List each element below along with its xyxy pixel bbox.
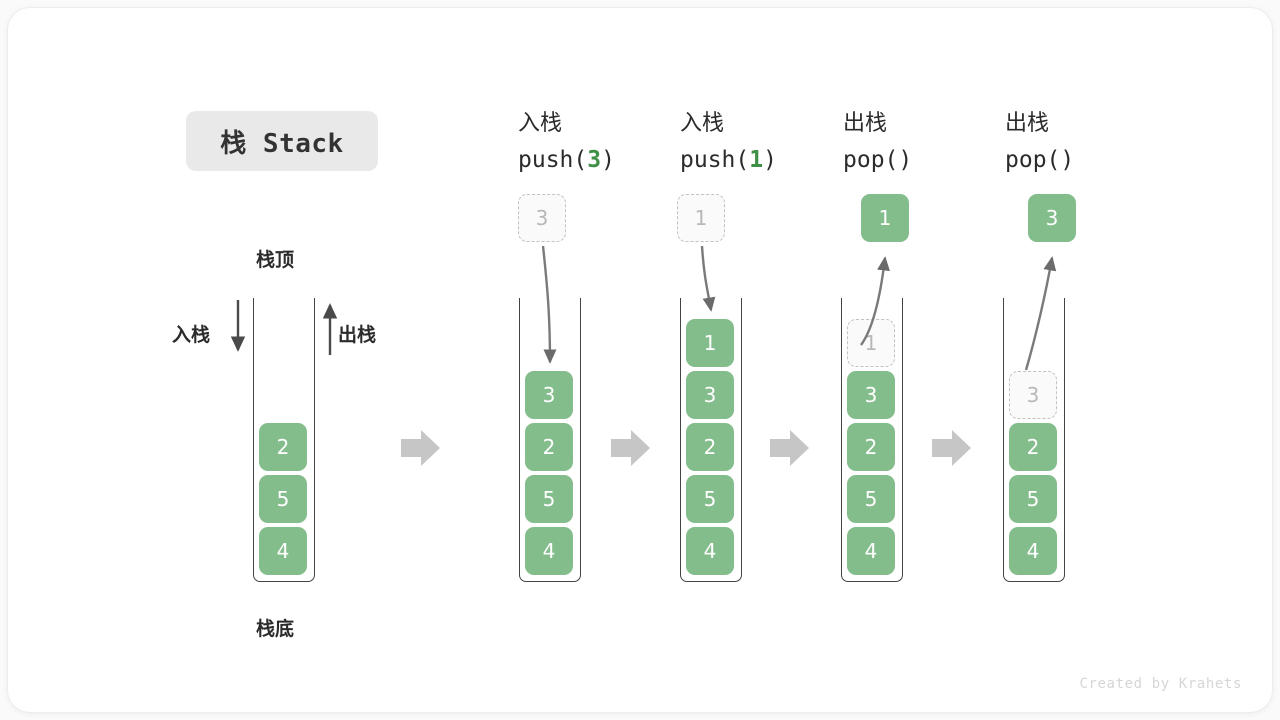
code-suffix: ): [898, 147, 913, 173]
code-suffix: ): [1060, 147, 1075, 173]
stack-element: 5: [847, 475, 895, 523]
stack-element: 2: [259, 423, 307, 471]
watermark-credit: Created by Krahets: [1079, 676, 1242, 692]
column-header-code: push(1): [680, 142, 777, 178]
code-suffix: ): [763, 147, 777, 173]
stack-element: 3: [686, 371, 734, 419]
column-header-zh: 出栈: [1005, 111, 1050, 136]
column-header-push-3: 入栈 push(3): [518, 106, 615, 178]
stack-element: 1: [686, 319, 734, 367]
stack-title-text: 栈 Stack: [220, 128, 344, 159]
column-header-code: pop(): [1005, 142, 1074, 178]
stack-element: 4: [686, 527, 734, 575]
ghost-element-outgoing: 1: [847, 319, 895, 367]
stack-element: 3: [847, 371, 895, 419]
column-header-push-1: 入栈 push(1): [680, 106, 777, 178]
column-header-zh: 出栈: [843, 111, 888, 136]
stack-element: 2: [847, 423, 895, 471]
column-header-pop-2: 出栈 pop(): [1005, 106, 1074, 178]
code-arg: 3: [587, 147, 602, 173]
stack-title-chip: 栈 Stack: [186, 111, 378, 171]
code-suffix: ): [601, 147, 615, 173]
stack-element: 2: [1009, 423, 1057, 471]
column-header-code: push(3): [518, 142, 615, 178]
label-push-side: 入栈: [172, 324, 211, 346]
column-header-zh: 入栈: [518, 111, 563, 136]
ghost-element-incoming: 1: [677, 194, 725, 242]
stack-element: 5: [1009, 475, 1057, 523]
popped-element: 1: [861, 194, 909, 242]
label-stack-top: 栈顶: [256, 249, 295, 271]
column-header-zh: 入栈: [680, 111, 725, 136]
column-header-code: pop(): [843, 142, 912, 178]
stack-element: 4: [259, 527, 307, 575]
code-prefix: push(: [680, 147, 750, 173]
stack-element: 2: [525, 423, 573, 471]
stack-element: 3: [525, 371, 573, 419]
stack-element: 4: [1009, 527, 1057, 575]
code-prefix: pop(: [1005, 147, 1061, 173]
label-pop-side: 出栈: [338, 324, 377, 346]
stack-element: 5: [525, 475, 573, 523]
ghost-element-incoming: 3: [518, 194, 566, 242]
label-stack-bottom: 栈底: [256, 618, 295, 640]
popped-element: 3: [1028, 194, 1076, 242]
ghost-element-outgoing: 3: [1009, 371, 1057, 419]
stack-element: 4: [525, 527, 573, 575]
stack-element: 2: [686, 423, 734, 471]
code-prefix: pop(: [843, 147, 899, 173]
stack-element: 4: [847, 527, 895, 575]
column-header-pop-1: 出栈 pop(): [843, 106, 912, 178]
code-arg: 1: [749, 147, 764, 173]
stack-element: 5: [259, 475, 307, 523]
code-prefix: push(: [518, 147, 588, 173]
stack-element: 5: [686, 475, 734, 523]
